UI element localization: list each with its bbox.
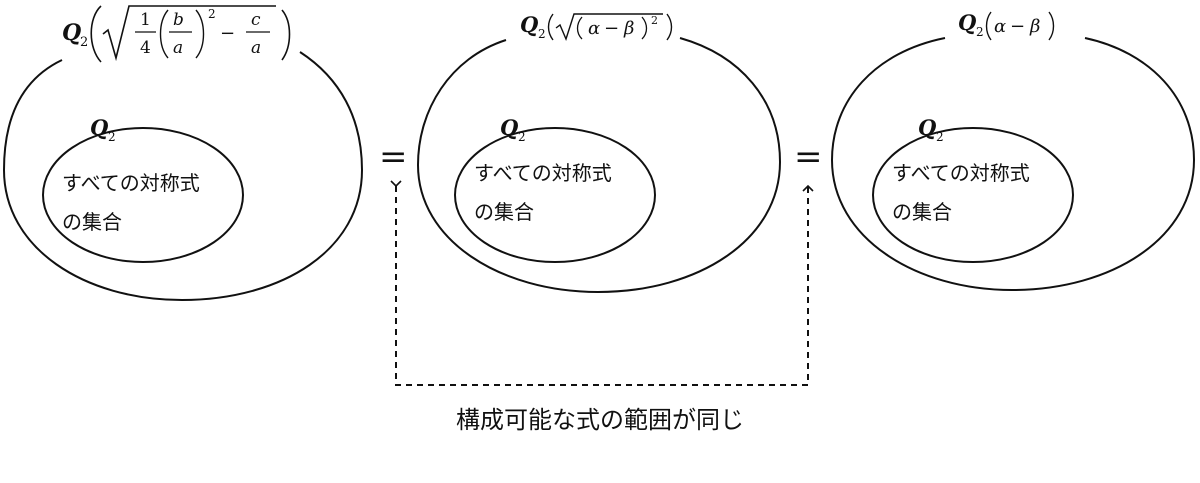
inner-ellipse-2 (454, 127, 656, 263)
outer-label-1: Q 2 1 4 b a 2 − c a (62, 5, 291, 63)
inner-q-letter: Q (918, 115, 936, 140)
inner-ellipse-3 (872, 127, 1074, 263)
inner-text-line2: の集合 (62, 210, 122, 234)
outer-ellipse-2 (416, 37, 782, 294)
paren-inner-left (576, 16, 583, 40)
inner-q-subscript: 2 (518, 130, 526, 144)
inner-q-letter: Q (90, 115, 108, 140)
outer-q-letter: Q (958, 10, 976, 35)
paren-inner-right (195, 9, 205, 59)
paren-right (1048, 11, 1055, 41)
radical-sign (102, 5, 276, 62)
set-group-2: Q 2 α − β 2 Q 2 すべての対称式 の集合 (416, 12, 782, 294)
frac-c: c (251, 10, 261, 30)
frac-denominator-4: 4 (140, 38, 151, 58)
dashed-connector-arrow (390, 180, 814, 386)
inner-text-line1: すべての対称式 (474, 161, 612, 185)
alpha-symbol: α (994, 16, 1006, 37)
paren-inner-right (641, 16, 648, 40)
outer-q-subscript: 2 (80, 35, 88, 50)
inner-ellipse-1 (42, 127, 244, 263)
paren-left (90, 5, 102, 63)
inner-q-letter: Q (500, 115, 518, 140)
inner-label-1: Q 2 (90, 115, 116, 144)
outer-ellipse-1 (2, 51, 364, 302)
inner-text-line2: の集合 (474, 200, 534, 224)
square-exponent: 2 (651, 14, 658, 27)
frac-a-2: a (251, 38, 261, 58)
inner-text-line1: すべての対称式 (892, 161, 1030, 185)
frac-a-1: a (173, 38, 183, 58)
frac-b: b (173, 10, 184, 30)
set-group-1: Q 2 1 4 b a 2 − c a Q 2 すべての対称式 の集合 (2, 5, 364, 302)
inner-text-line1: すべての対称式 (62, 171, 200, 195)
beta-symbol: β (1029, 16, 1040, 37)
paren-left (547, 13, 554, 41)
inner-text-line2: の集合 (892, 200, 952, 224)
paren-left (985, 11, 992, 41)
square-exponent: 2 (208, 7, 216, 21)
outer-label-2: Q 2 α − β 2 (520, 12, 673, 41)
equals-sign-2: = (794, 137, 823, 177)
outer-label-3: Q 2 α − β (958, 10, 1055, 41)
equals-sign-1: = (379, 137, 408, 177)
set-group-3: Q 2 α − β Q 2 すべての対称式 の集合 (830, 10, 1196, 292)
minus-sign: − (220, 23, 235, 44)
outer-q-subscript: 2 (976, 25, 984, 39)
inner-q-subscript: 2 (936, 130, 944, 144)
bottom-caption: 構成可能な式の範囲が同じ (456, 406, 744, 434)
outer-q-letter: Q (62, 20, 81, 46)
outer-ellipse-3 (830, 37, 1196, 292)
paren-right (666, 13, 673, 41)
outer-q-subscript: 2 (538, 27, 546, 41)
minus-sign: − (604, 18, 619, 39)
paren-right (281, 9, 291, 61)
paren-inner-left (159, 9, 169, 59)
frac-numerator-1: 1 (140, 10, 151, 30)
inner-label-2: Q 2 (500, 115, 526, 144)
minus-sign: − (1010, 16, 1025, 37)
alpha-symbol: α (588, 18, 600, 39)
inner-q-subscript: 2 (108, 130, 116, 144)
radical-sign (555, 13, 663, 41)
inner-label-3: Q 2 (918, 115, 944, 144)
beta-symbol: β (623, 18, 634, 39)
outer-q-letter: Q (520, 12, 538, 37)
